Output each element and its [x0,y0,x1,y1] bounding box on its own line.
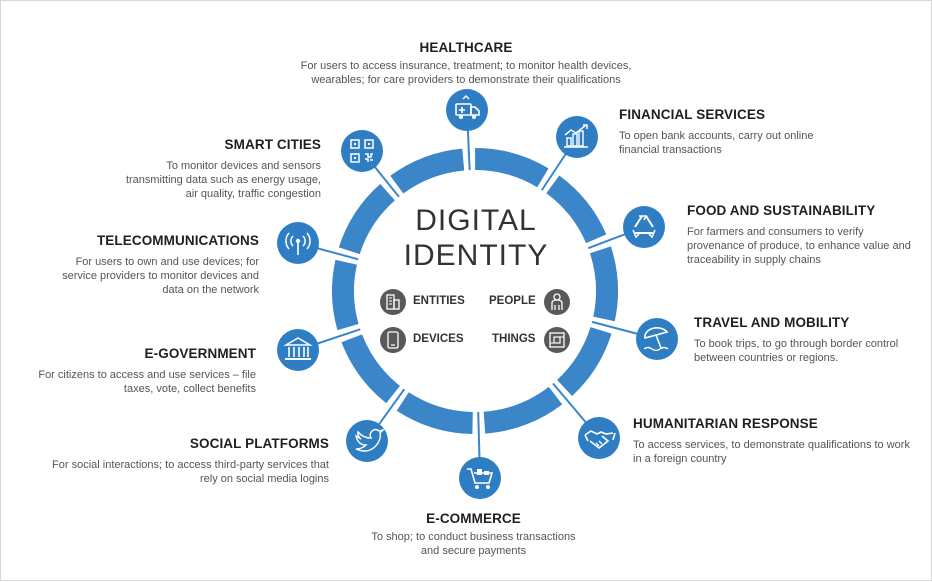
building-icon [380,289,406,315]
category-label-things: THINGS [492,333,536,345]
handshake-icon [578,417,620,459]
sector-title: SOCIAL PLATFORMS [189,436,329,451]
sector-travel-and-mobility: TRAVEL AND MOBILITY To book trips, to go… [694,315,924,365]
category-label-people: PEOPLE [489,295,536,307]
ring-segment [390,148,465,194]
sector-e-government: E-GOVERNMENT For citizens to access and … [19,346,256,396]
center-title-line2: IDENTITY [403,239,549,272]
ring-segments [332,148,618,434]
thing-box-icon [544,327,570,353]
sector-description: To monitor devices and sensors transmitt… [125,160,321,200]
page-title: DIGITAL IDENTITY [381,203,571,273]
center-title-line1: DIGITAL [415,204,537,237]
sector-description: For users to access insurance, treatment… [300,60,632,86]
ring-segment [332,259,359,331]
bar-chart-icon [556,116,598,158]
antenna-icon [277,222,319,264]
ring-segment [338,183,396,255]
ring-segment [341,334,401,404]
sector-title: SMART CITIES [224,137,321,152]
sector-e-commerce: E-COMMERCE To shop; to conduct business … [351,511,596,558]
ring-segment [483,386,563,434]
ring-segment [396,392,474,434]
sector-description: For social interactions; to access third… [52,459,329,485]
sector-description: To book trips, to go through border cont… [694,338,899,364]
sector-title: TELECOMMUNICATIONS [96,233,259,248]
bird-icon [346,420,388,462]
sector-description: To shop; to conduct business transaction… [371,531,576,557]
recycle-icon [623,206,665,248]
sector-telecommunications: TELECOMMUNICATIONS For users to own and … [43,233,259,297]
ring-segment [474,148,549,188]
sector-title: TRAVEL AND MOBILITY [694,315,850,330]
sector-financial-services: FINANCIAL SERVICES To open bank accounts… [619,107,834,157]
sector-description: For citizens to access and use services … [38,369,256,395]
sector-description: To open bank accounts, carry out online … [619,130,814,156]
sector-healthcare: HEALTHCARE For users to access insurance… [276,40,656,87]
ambulance-icon [446,89,488,131]
phone-icon [380,327,406,353]
category-label-entities: ENTITIES [413,295,465,307]
government-building-icon [277,329,319,371]
ring-segment [589,246,618,322]
qr-code-icon [341,130,383,172]
sector-description: For users to own and use devices; for se… [62,256,259,296]
sector-title: FOOD AND SUSTAINABILITY [687,203,876,218]
sector-title: E-COMMERCE [426,511,521,526]
sector-title: HUMANITARIAN RESPONSE [633,416,818,431]
sector-title: FINANCIAL SERVICES [619,107,766,122]
shopping-cart-icon [459,457,501,499]
ring-segment [556,326,612,397]
sector-title: E-GOVERNMENT [144,346,256,361]
sector-title: HEALTHCARE [419,40,513,55]
sector-description: For farmers and consumers to verify prov… [687,226,911,266]
sector-humanitarian-response: HUMANITARIAN RESPONSE To access services… [633,416,918,466]
beach-umbrella-icon [636,318,678,360]
sector-social-platforms: SOCIAL PLATFORMS For social interactions… [41,436,329,486]
sector-smart-cities: SMART CITIES To monitor devices and sens… [91,137,321,201]
ring-segment [546,175,607,244]
category-label-devices: DEVICES [413,333,464,345]
sector-food-and-sustainability: FOOD AND SUSTAINABILITY For farmers and … [687,203,917,267]
sector-description: To access services, to demonstrate quali… [633,439,910,465]
person-icon [544,289,570,315]
